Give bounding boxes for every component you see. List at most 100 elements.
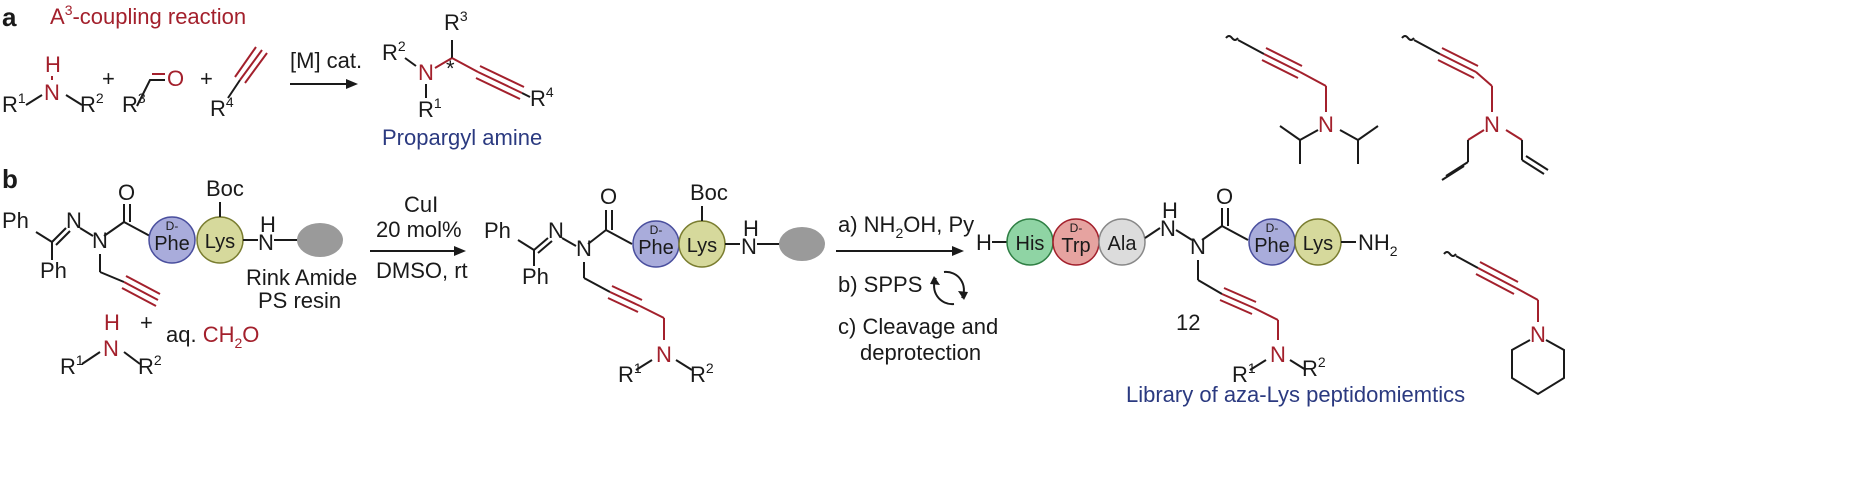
svg-text:Ph: Ph [522, 264, 549, 289]
svg-text:+: + [140, 310, 153, 335]
side-chain-diisopropyl: N [1225, 35, 1379, 164]
svg-text:Phe: Phe [154, 233, 190, 255]
svg-text:Lys: Lys [687, 235, 717, 257]
resin-bead [297, 223, 343, 257]
svg-text:Ph: Ph [40, 258, 67, 283]
svg-text:R2: R2 [690, 360, 714, 387]
svg-text:N: N [1270, 342, 1286, 367]
cycle-icon [930, 270, 968, 306]
residue-ala [1098, 218, 1146, 266]
svg-text:H: H [260, 212, 276, 237]
panel-b-label: b [2, 164, 18, 194]
svg-text:N: N [1318, 112, 1334, 137]
svg-text:Lys: Lys [205, 231, 235, 253]
svg-text:H: H [45, 52, 61, 77]
starting-material: Ph Ph N N O D- Phe Lys Boc H N Rink Amid… [2, 176, 357, 313]
alkyne-reactant: R4 [210, 46, 268, 121]
svg-text:D-: D- [1070, 221, 1083, 235]
svg-text:N: N [741, 234, 757, 259]
residue-phe [148, 216, 196, 264]
svg-text:*: * [446, 56, 455, 81]
compound-number: 12 [1176, 310, 1200, 335]
intermediate: Ph Ph N N O D- Phe Lys Boc H N N [484, 180, 825, 387]
amine-reactant: H N R1 R2 [2, 52, 104, 117]
product-label: Propargyl amine [382, 125, 542, 150]
svg-text:D-: D- [1266, 221, 1279, 235]
svg-text:N: N [576, 236, 592, 261]
svg-text:N: N [548, 218, 564, 243]
svg-text:H: H [104, 310, 120, 335]
svg-text:R2: R2 [382, 38, 406, 65]
svg-text:D-: D- [650, 223, 663, 237]
svg-text:Lys: Lys [1303, 233, 1333, 255]
svg-text:R1: R1 [618, 360, 642, 387]
svg-text:N: N [92, 228, 108, 253]
svg-text:H: H [743, 216, 759, 241]
svg-text:H: H [1162, 198, 1178, 223]
propargyl-amine-product: R2 N R1 R3 * R4 [382, 8, 554, 122]
svg-text:R2: R2 [138, 352, 162, 379]
svg-text:R3: R3 [444, 8, 468, 35]
svg-text:R2: R2 [1302, 354, 1326, 381]
svg-text:R1: R1 [1232, 360, 1256, 387]
svg-text:N: N [66, 208, 82, 233]
svg-text:N: N [1160, 216, 1176, 241]
side-chain-diallyl: N [1401, 35, 1549, 181]
svg-text:R1: R1 [60, 352, 84, 379]
svg-text:R3: R3 [122, 90, 146, 117]
svg-text:Trp: Trp [1061, 235, 1090, 257]
svg-text:aq. CH2O: aq. CH2O [166, 322, 259, 351]
amine-formaldehyde-reagents: H N R1 R2 + aq. CH2O [60, 310, 259, 379]
svg-text:N: N [418, 60, 434, 85]
svg-text:Boc: Boc [206, 176, 244, 201]
svg-text:R2: R2 [80, 90, 104, 117]
arrow-head [346, 79, 358, 89]
plus-sign: + [102, 66, 115, 91]
reagent-cui: CuI [404, 192, 438, 217]
final-product: H His D- Trp Ala H N N O D- Phe Lys NH2 … [976, 184, 1398, 387]
svg-text:R1: R1 [418, 95, 442, 122]
svg-text:N: N [1530, 322, 1546, 347]
svg-text:O: O [600, 184, 617, 209]
svg-text:Ph: Ph [484, 218, 511, 243]
resin-bead [779, 227, 825, 261]
svg-text:D-: D- [166, 219, 179, 233]
reagent-loading: 20 mol% [376, 217, 462, 242]
aldehyde-reactant: O R3 [122, 66, 184, 117]
step-c-deprotection: deprotection [860, 340, 981, 365]
svg-text:Ala: Ala [1108, 233, 1138, 255]
panel-a-label: a [2, 2, 17, 32]
side-chain-piperidine: N [1443, 251, 1565, 396]
svg-text:H: H [976, 230, 992, 255]
plus-sign: + [200, 66, 213, 91]
panel-a-title: A3-coupling reaction [50, 2, 246, 29]
svg-text:N: N [103, 336, 119, 361]
svg-text:N: N [656, 342, 672, 367]
step-b-spps: b) SPPS [838, 272, 922, 297]
step-a-reagent: a) NH2OH, Py [838, 212, 974, 241]
arrow-head [454, 246, 466, 256]
svg-text:R4: R4 [530, 84, 554, 111]
svg-text:N: N [1190, 234, 1206, 259]
step-c-cleavage: c) Cleavage and [838, 314, 998, 339]
svg-text:R1: R1 [2, 90, 26, 117]
svg-text:Ph: Ph [2, 208, 29, 233]
svg-text:O: O [118, 180, 135, 205]
svg-text:N: N [258, 230, 274, 255]
svg-text:Phe: Phe [1254, 235, 1290, 257]
svg-text:NH2: NH2 [1358, 230, 1398, 259]
svg-text:R4: R4 [210, 94, 234, 121]
svg-text:His: His [1016, 233, 1045, 255]
svg-text:N: N [1484, 112, 1500, 137]
reagent-solvent: DMSO, rt [376, 258, 468, 283]
svg-text:O: O [1216, 184, 1233, 209]
catalyst-label: [M] cat. [290, 48, 362, 73]
svg-text:PS resin: PS resin [258, 288, 341, 313]
svg-text:Phe: Phe [638, 237, 674, 259]
svg-text:Rink Amide: Rink Amide [246, 265, 357, 290]
svg-text:N: N [44, 80, 60, 105]
arrow-head [952, 246, 964, 256]
svg-text:Boc: Boc [690, 180, 728, 205]
library-label: Library of aza-Lys peptidomiemtics [1126, 382, 1465, 407]
